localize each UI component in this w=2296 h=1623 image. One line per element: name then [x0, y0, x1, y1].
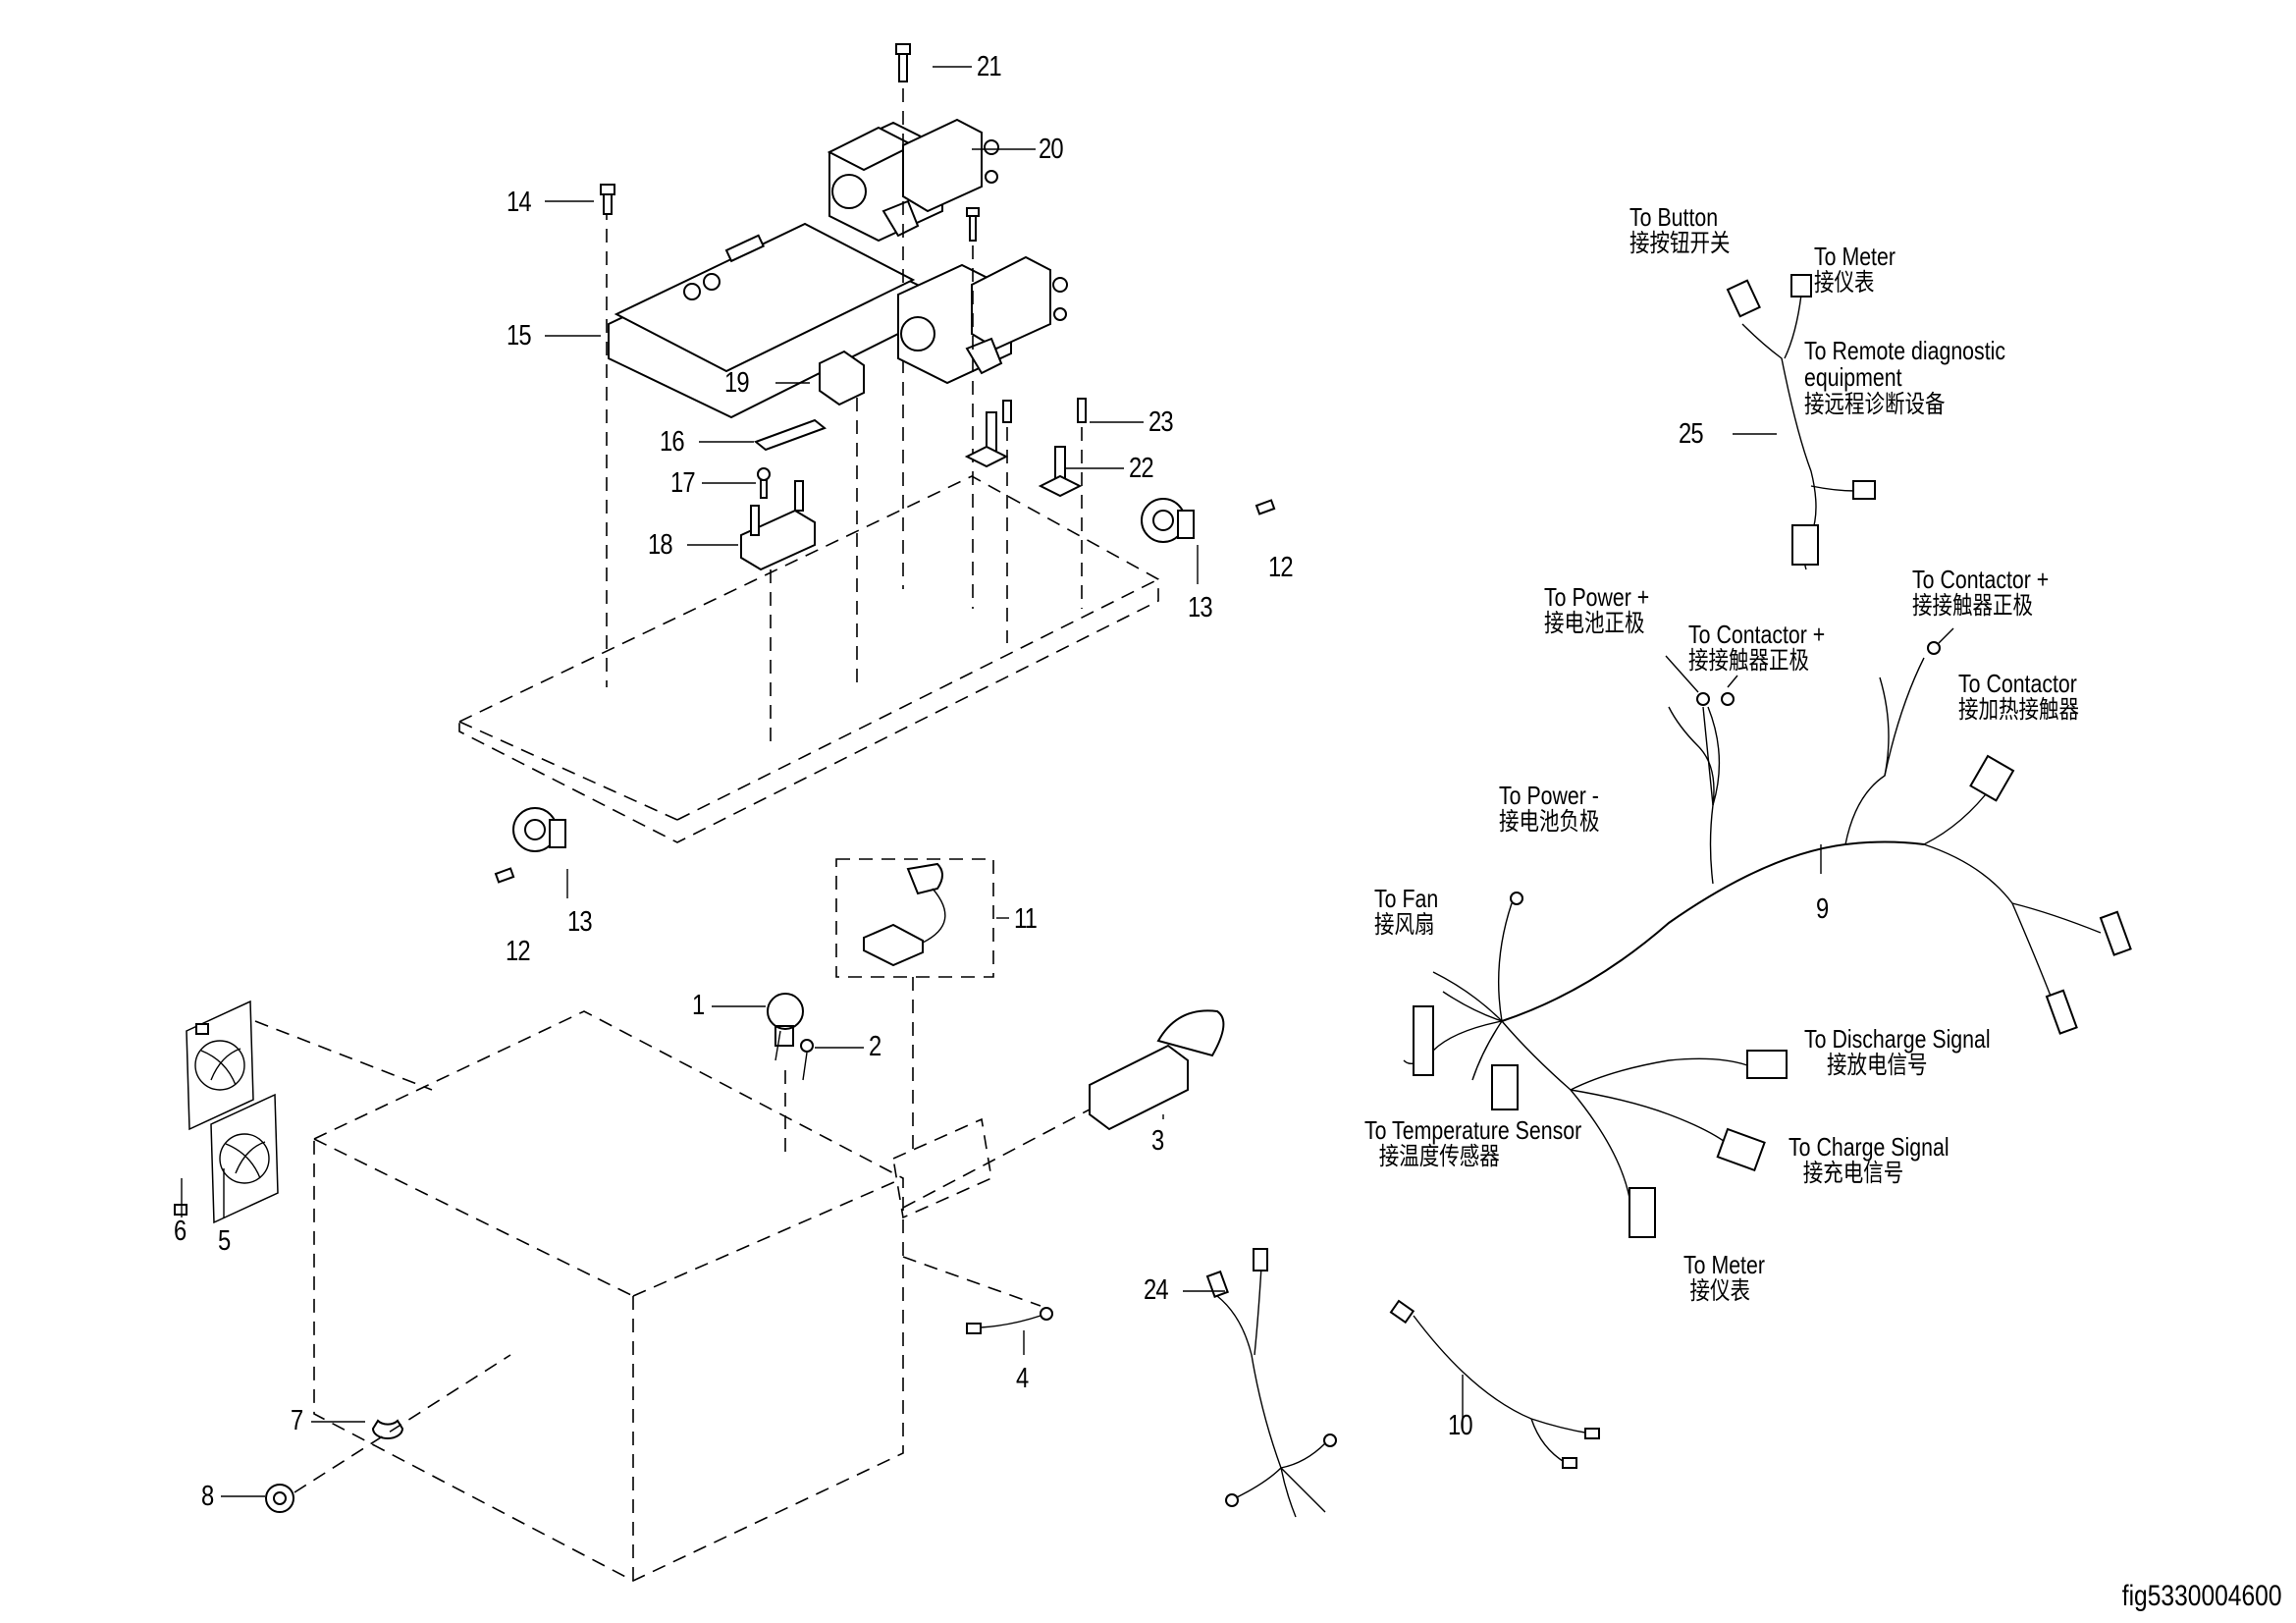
callout-23: 23	[1148, 406, 1174, 438]
label-to-remote-diagnostic: To Remote diagnostic equipment 接远程诊断设备	[1804, 336, 2006, 418]
contactor-second	[897, 255, 1068, 385]
callout-13-left: 13	[567, 906, 593, 938]
remote-module-11	[863, 862, 946, 967]
callout-2: 2	[869, 1031, 881, 1062]
label-to-discharge-signal: To Discharge Signal 接放电信号	[1804, 1024, 1991, 1080]
contactor-20	[827, 118, 999, 243]
screw-14	[600, 184, 615, 215]
callout-6: 6	[174, 1216, 187, 1247]
callout-8: 8	[201, 1481, 214, 1512]
label-to-charge-signal: To Charge Signal 接充电信号	[1789, 1132, 1949, 1188]
callout-14: 14	[507, 187, 532, 218]
label-to-contactor-positive-2: To Contactor + 接接触器正极	[1912, 565, 2050, 621]
screw-second-contactor	[966, 207, 980, 242]
fuse-16	[753, 418, 828, 452]
harness-9	[1403, 641, 2132, 1238]
screw-17	[757, 467, 771, 499]
callout-21: 21	[977, 51, 1002, 82]
current-sensor-13-left	[512, 807, 566, 852]
callout-25: 25	[1679, 418, 1704, 450]
label-to-temperature-sensor: To Temperature Sensor 接温度传感器	[1364, 1115, 1582, 1171]
callout-3: 3	[1151, 1125, 1164, 1157]
callout-19: 19	[724, 367, 750, 399]
label-to-fan: To Fan 接风扇	[1374, 884, 1439, 940]
label-to-power-positive: To Power + 接电池正极	[1544, 582, 1650, 638]
callout-9: 9	[1816, 893, 1829, 925]
callout-18: 18	[648, 529, 673, 561]
callout-1: 1	[692, 990, 705, 1021]
fuse-holder-18	[740, 480, 816, 571]
bushing-8	[265, 1484, 294, 1513]
callout-5: 5	[218, 1225, 231, 1257]
label-to-power-negative: To Power - 接电池负极	[1499, 781, 1600, 837]
callout-12-right: 12	[1268, 552, 1294, 583]
leader-lines	[181, 66, 1954, 1497]
callout-22: 22	[1129, 453, 1154, 484]
label-to-meter-9: To Meter 接仪表	[1683, 1250, 1765, 1306]
callout-12-left: 12	[506, 936, 531, 967]
mounting-plate	[458, 475, 1159, 843]
cable-4	[966, 1307, 1053, 1334]
screw-21	[895, 43, 911, 82]
callout-20: 20	[1039, 134, 1064, 165]
meter-1	[767, 993, 804, 1061]
callout-7: 7	[291, 1405, 303, 1436]
callout-15: 15	[507, 320, 532, 352]
callout-10: 10	[1448, 1410, 1473, 1441]
pin-12-right	[1255, 499, 1276, 515]
battery-connector-3	[1089, 1009, 1225, 1131]
label-to-contactor-positive-1: To Contactor + 接接触器正极	[1688, 620, 1826, 676]
harness-25	[1726, 274, 1876, 570]
enclosure	[313, 1010, 992, 1582]
callout-4: 4	[1016, 1363, 1029, 1394]
figure-id: fig5330004600	[2122, 1580, 2282, 1612]
label-to-contactor: To Contactor 接加热接触器	[1958, 669, 2080, 725]
relay-19	[819, 350, 865, 406]
current-sensor-13-right	[1141, 498, 1195, 543]
fan-5-bottom	[210, 1093, 279, 1224]
callout-17: 17	[670, 467, 696, 499]
callout-16: 16	[660, 426, 685, 458]
screw-6	[174, 1023, 209, 1216]
callout-24: 24	[1144, 1274, 1169, 1306]
pin-12-left	[494, 867, 515, 884]
harness-10	[1389, 1299, 1600, 1469]
stud-22	[964, 411, 1083, 498]
callout-11: 11	[1014, 903, 1038, 935]
screw-23	[1002, 398, 1087, 423]
controller-15	[608, 222, 929, 419]
label-to-button: To Button 接按钮开关	[1629, 202, 1731, 258]
grommet-7	[371, 1419, 404, 1439]
harness-24	[1205, 1248, 1337, 1518]
label-to-meter-25: To Meter 接仪表	[1814, 242, 1896, 298]
option-box-11	[835, 858, 994, 978]
callout-13-right: 13	[1188, 592, 1213, 623]
sensor-2	[800, 1039, 814, 1081]
